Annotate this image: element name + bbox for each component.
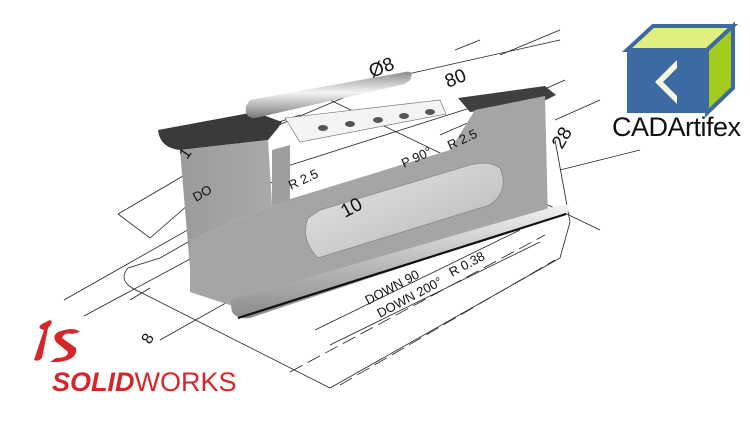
left-top-plate <box>158 112 282 150</box>
dim-height: 28 <box>548 124 577 153</box>
perforated-tab <box>284 99 447 143</box>
note-radius-small: R 0.38 <box>446 248 487 279</box>
left-wall <box>180 140 272 292</box>
bottom-lip <box>230 204 569 319</box>
cadartifex-wordmark: CADArtifex <box>612 112 741 142</box>
solidworks-ds-icon <box>34 320 80 362</box>
right-top-plate <box>458 86 556 112</box>
slot-cutout <box>305 162 504 259</box>
dim-bottom-offset: 8 <box>139 331 158 347</box>
solidworks-wordmark: SOLIDWORKS <box>52 367 237 397</box>
rolled-tube <box>245 71 412 118</box>
cadartifex-cube-icon <box>621 21 739 118</box>
dim-top-length: 80 <box>442 65 469 92</box>
